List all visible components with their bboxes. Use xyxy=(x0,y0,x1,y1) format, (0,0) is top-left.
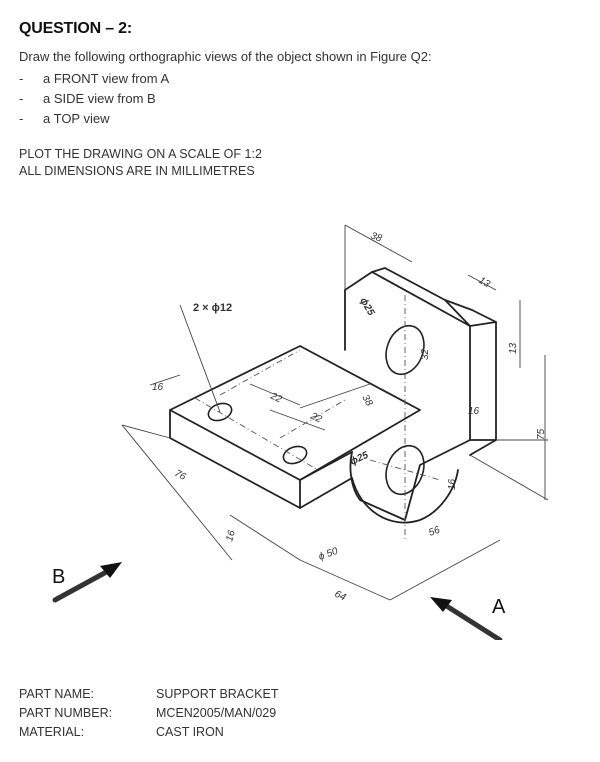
plot-instructions: PLOT THE DRAWING ON A SCALE OF 1:2 ALL D… xyxy=(19,146,262,180)
centerline xyxy=(219,349,301,396)
dim-13-top: 13 xyxy=(477,275,493,290)
dim-line xyxy=(299,559,391,601)
question-intro: Draw the following orthographic views of… xyxy=(19,49,432,64)
dim-line xyxy=(149,374,181,386)
base-left-face xyxy=(169,409,301,509)
hole-right xyxy=(282,445,308,465)
question-title: QUESTION – 2: xyxy=(19,20,132,37)
dim-13-side: 13 xyxy=(508,342,519,354)
view-front-text: a FRONT view from A xyxy=(43,70,170,86)
dim-22-a: 22 xyxy=(268,390,284,405)
dim-line xyxy=(467,274,497,291)
upright-top-edge xyxy=(371,267,471,327)
material-value: CAST IRON xyxy=(156,724,224,739)
dim-56: 56 xyxy=(427,525,442,539)
views-list: - a FRONT view from A - a SIDE view from B… xyxy=(19,68,169,128)
dim-38-mid: 38 xyxy=(359,393,374,409)
dim-16-right: 16 xyxy=(468,406,480,417)
dim-16-vert: 16 xyxy=(447,478,458,490)
base-bottom-arc xyxy=(351,469,459,524)
upright-front-face xyxy=(344,271,471,521)
arrow-a-icon xyxy=(430,597,503,640)
dim-line xyxy=(344,224,413,263)
dim-75: 75 xyxy=(536,428,547,440)
dim-64: 64 xyxy=(333,589,348,604)
list-dash: - xyxy=(19,110,24,126)
part-number-value: MCEN2005/MAN/029 xyxy=(156,705,277,720)
view-label-a: A xyxy=(492,596,506,618)
dim-line xyxy=(249,383,301,406)
dim-line xyxy=(269,409,326,431)
dim-line xyxy=(121,424,171,439)
material-row: MATERIAL: CAST IRON xyxy=(19,722,279,741)
dim-32: 32 xyxy=(420,348,431,360)
dim-16-bottom: 16 xyxy=(224,529,238,543)
part-name-label: PART NAME: xyxy=(19,686,95,701)
centerline xyxy=(194,397,319,471)
view-top-text: a TOP view xyxy=(43,110,110,126)
part-number-label: PART NUMBER: xyxy=(19,705,113,720)
part-number-row: PART NUMBER: MCEN2005/MAN/029 xyxy=(19,703,279,722)
part-name-value: SUPPORT BRACKET xyxy=(156,686,279,701)
dim-line xyxy=(179,304,221,413)
dim-22-b: 22 xyxy=(308,410,324,425)
isometric-drawing: 38 13 13 75 2 × ϕ12 ϕ25 32 16 16 22 22 3… xyxy=(52,224,549,640)
base-slot xyxy=(349,451,406,521)
dim-hole-12: 2 × ϕ12 xyxy=(193,302,232,314)
dim-76: 76 xyxy=(173,468,188,483)
material-label: MATERIAL: xyxy=(19,724,85,739)
dim-line xyxy=(389,539,501,601)
upright-hole-mid xyxy=(385,444,425,496)
dim-line xyxy=(229,514,301,561)
view-side-text: a SIDE view from B xyxy=(43,90,156,106)
list-item: - a FRONT view from A xyxy=(19,68,169,88)
part-name-row: PART NAME: SUPPORT BRACKET xyxy=(19,684,279,703)
base-right-face xyxy=(299,451,353,509)
plot-scale-text: PLOT THE DRAWING ON A SCALE OF 1:2 xyxy=(19,147,262,161)
dim-diameter-50: ϕ 50 xyxy=(317,546,339,563)
dim-line xyxy=(469,454,549,501)
plot-units-text: ALL DIMENSIONS ARE IN MILLIMETRES xyxy=(19,164,255,178)
dim-diameter-25-top: ϕ25 xyxy=(357,296,376,318)
arrow-b-icon xyxy=(52,562,122,603)
list-dash: - xyxy=(19,70,24,86)
view-label-b: B xyxy=(52,566,65,588)
list-dash: - xyxy=(19,90,24,106)
base-top-face xyxy=(169,345,421,481)
list-item: - a SIDE view from B xyxy=(19,88,169,108)
dim-38-top: 38 xyxy=(369,230,384,244)
dim-line xyxy=(299,383,371,409)
dim-16-left: 16 xyxy=(152,382,164,393)
upright-hole-top xyxy=(385,324,425,376)
list-item: - a TOP view xyxy=(19,108,169,128)
upright-right-face xyxy=(469,321,497,441)
part-info: PART NAME: SUPPORT BRACKET PART NUMBER: … xyxy=(19,684,279,741)
dim-line xyxy=(121,424,233,561)
